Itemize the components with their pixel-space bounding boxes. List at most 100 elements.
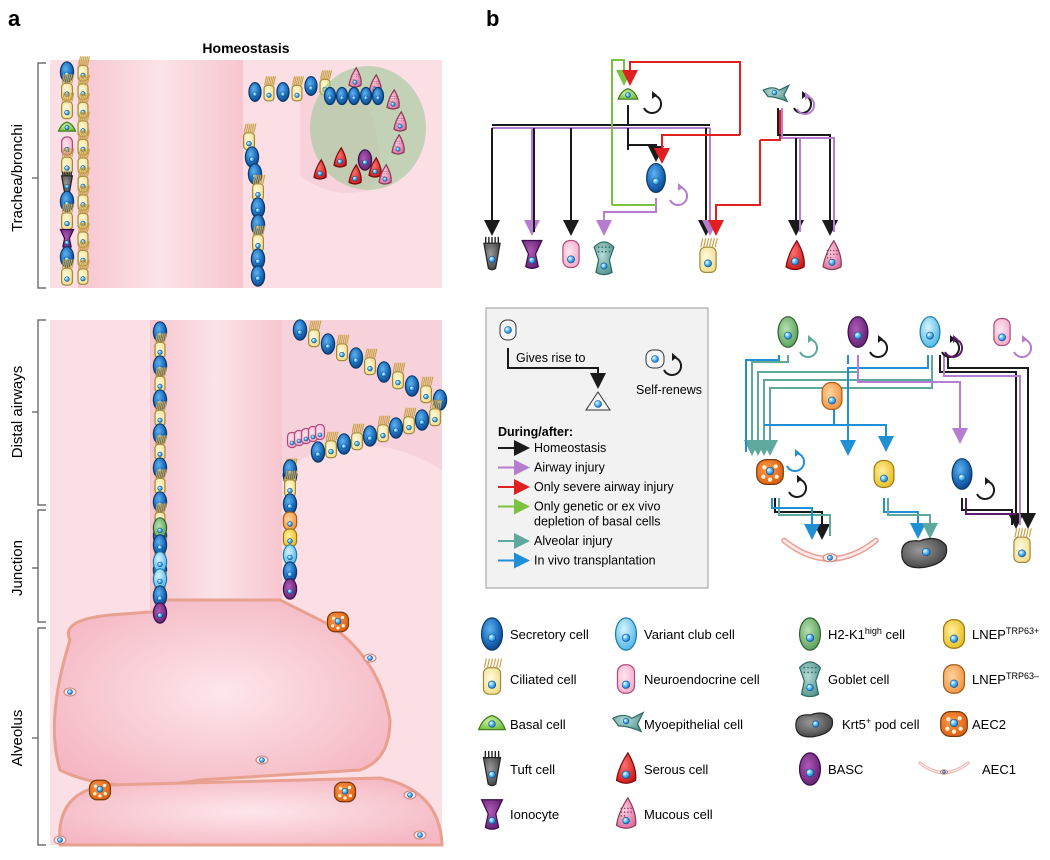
acinus-secretory [359, 86, 373, 106]
tree-lnep-trp63-neg [821, 381, 843, 411]
gland-duct-cell [263, 76, 276, 102]
acinus-cell-serous [313, 158, 327, 180]
tree-lnep-trp63-pos [873, 459, 895, 489]
svg-text:Krt5+ pod cell: Krt5+ pod cell [842, 716, 920, 732]
tree-ciliated-cell-2 [1013, 528, 1032, 564]
svg-text:In vivo transplantation: In vivo transplantation [534, 554, 656, 568]
legend-ciliated: Ciliated cell [482, 658, 577, 695]
gland-duct-cell [304, 76, 318, 96]
svg-text:Ionocyte: Ionocyte [510, 807, 559, 822]
junction-right-cell-ciliated [284, 470, 298, 498]
bronchiole-cell [376, 361, 392, 383]
tree-goblet-cell [593, 241, 615, 276]
legend-aec2: AEC2 [940, 711, 1006, 737]
svg-text:Alveolar injury: Alveolar injury [534, 534, 613, 548]
svg-text:Goblet cell: Goblet cell [828, 672, 890, 687]
legend-basc: BASC [798, 752, 863, 786]
distal-cell [154, 469, 167, 495]
acinus-secretory [347, 86, 361, 106]
legend-goblet: Goblet cell [798, 661, 890, 698]
lineage-cells [483, 84, 1033, 569]
svg-text:LNEPTRP63+: LNEPTRP63+ [972, 626, 1039, 642]
panel-a-letter: a [8, 6, 21, 31]
bronchiole-cell [364, 348, 378, 376]
key-item-4: Alveolar injury [498, 533, 613, 549]
bronchiole-cell [404, 375, 420, 397]
legend-mucous: Mucous cell [615, 796, 713, 829]
lineage-tree-middle [744, 355, 1036, 540]
svg-text:Homeostasis: Homeostasis [534, 441, 606, 455]
svg-text:Neuroendocrine cell: Neuroendocrine cell [644, 672, 760, 687]
gland-duct-cell [291, 76, 304, 102]
acinus-cell-serous [348, 163, 362, 185]
acinus-secretory [335, 86, 349, 106]
junction-cell-basc [152, 602, 168, 624]
tree-aec2 [756, 459, 784, 485]
svg-text:BASC: BASC [828, 762, 863, 777]
legend-tuft: Tuft cell [482, 750, 555, 787]
svg-text:Airway injury: Airway injury [534, 461, 606, 475]
tree-krt5-pod-cell [901, 537, 948, 569]
bronchiole-cell [308, 320, 322, 348]
junction-right-cell-variant [282, 544, 298, 566]
tree-secretory-cell [646, 162, 666, 194]
bronchiole-lower-cell [310, 441, 326, 463]
acinus-cell-serous [368, 156, 382, 178]
distal-cell [154, 367, 167, 393]
bronchiole-lower-cell [388, 417, 404, 439]
bronchiole-lower-cell [377, 415, 391, 443]
bronchiole-lower-cell [414, 409, 430, 431]
tree-neuroendocrine-cell-2 [993, 317, 1011, 347]
alveolus-aec1-nucleus [63, 687, 77, 697]
key-item-0: Homeostasis [498, 440, 606, 456]
key-icon-child [585, 391, 611, 411]
alveolus-aec1-nucleus [403, 790, 417, 800]
svg-text:Ciliated cell: Ciliated cell [510, 672, 577, 687]
acinus-cell-basc [357, 149, 373, 171]
bronchiole-cell [420, 376, 434, 404]
acinus-cell-mucous [391, 133, 405, 155]
legend-myo: Myoepithelial cell [611, 711, 743, 733]
acinus-cell-mucous [378, 163, 392, 185]
legend-lnep2: LNEPTRP63– [942, 664, 1039, 694]
panel-a-title: Homeostasis [202, 40, 289, 56]
tree-aec1 [781, 537, 879, 563]
bronchiole-cell [348, 347, 364, 369]
tree-mucous-cell [822, 239, 842, 271]
region-labels: Trachea/bronchi Distal airways Junction … [9, 124, 26, 766]
tree-tuft-cell [483, 236, 501, 271]
region-label-junction: Junction [9, 540, 26, 596]
tree-ionocyte [521, 239, 543, 269]
key-item-2: Only severe airway injury [498, 479, 674, 495]
legend-pod: Krt5+ pod cell [795, 712, 920, 738]
legend-h2: H2-K1high cell [798, 617, 905, 651]
legend-lnep1: LNEPTRP63+ [942, 619, 1039, 649]
svg-text:Serous cell: Serous cell [644, 762, 708, 777]
key-self-renews: Self-renews [636, 383, 702, 397]
svg-text:Secretory cell: Secretory cell [510, 627, 589, 642]
alveolus-aec1-nucleus [53, 835, 67, 845]
legend-basal: Basal cell [477, 714, 566, 732]
tree-secretory-cell-2 [951, 458, 973, 490]
region-brackets [32, 62, 46, 846]
key-during-after: During/after: [498, 425, 573, 439]
key-icon-self-renew [645, 349, 683, 376]
key-gives-rise-to: Gives rise to [516, 351, 586, 365]
svg-text:H2-K1high cell: H2-K1high cell [828, 626, 905, 642]
acinus-secretory [371, 86, 385, 106]
bronchiole-lower-cell [403, 407, 417, 435]
svg-text:LNEPTRP63–: LNEPTRP63– [972, 671, 1039, 687]
gland-duct-cell [276, 82, 290, 102]
legend-neuro: Neuroendocrine cell [616, 664, 760, 694]
key-icon-parent [499, 319, 517, 341]
key-box: Gives rise to Self-renews During/after: … [485, 307, 709, 589]
bronchiole-lower-cell [325, 431, 339, 459]
legend-aec1: AEC1 [918, 761, 1016, 777]
gland-cell [252, 225, 266, 253]
lineage-tree-top [484, 59, 838, 236]
bronchiole-cell [392, 362, 406, 390]
alveolus-aec2 [88, 779, 112, 801]
tree-neuroendocrine-cell [562, 239, 580, 269]
